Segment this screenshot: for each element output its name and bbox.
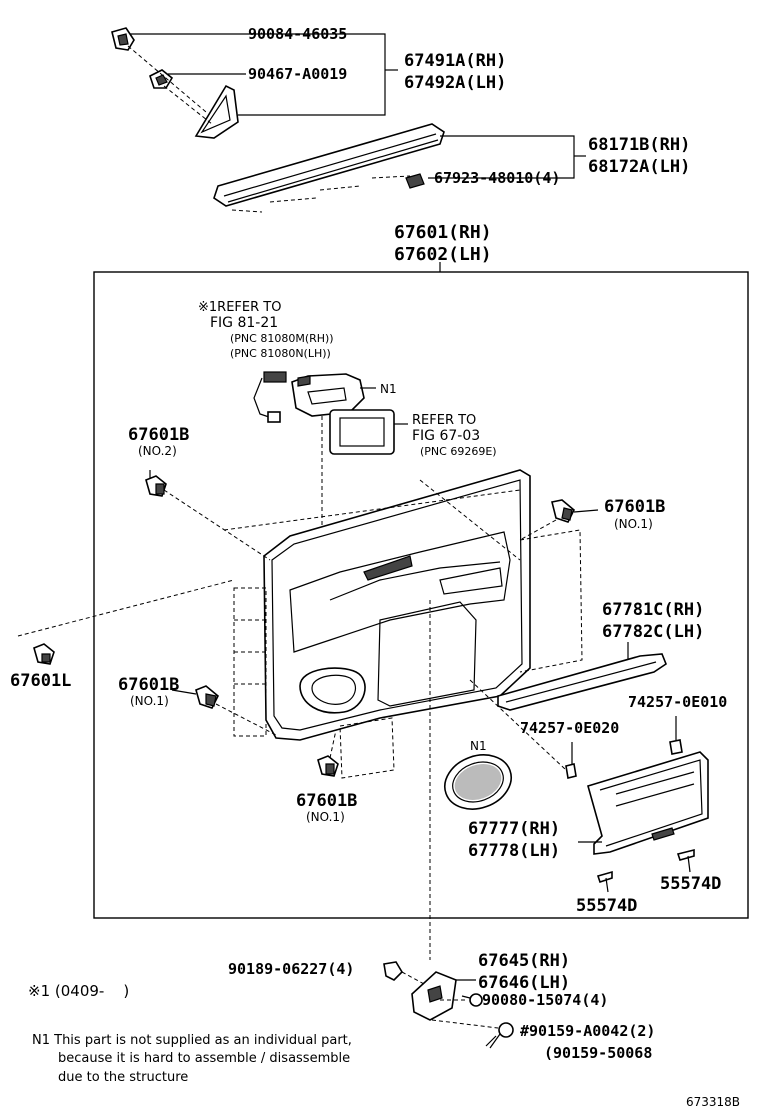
- ref1-line2: FIG 81-21: [210, 315, 278, 331]
- label-90189: 90189-06227(4): [228, 960, 354, 978]
- label-90080: 90080-15074(4): [482, 991, 608, 1009]
- label-67491: 67491A(RH): [404, 51, 506, 71]
- label-74257-0e020: 74257-0E020: [520, 719, 619, 737]
- label-67492: 67492A(LH): [404, 73, 506, 93]
- label-67601b-no1-right: 67601B: [604, 497, 665, 517]
- label-67601: 67601(RH): [394, 222, 492, 243]
- screw-90080: [461, 993, 483, 1007]
- label-67602: 67602(LH): [394, 244, 492, 265]
- screw-90159: [485, 1022, 514, 1049]
- ref2-line2: FIG 67-03: [412, 428, 480, 444]
- clip-67601b-no1-bottom: [317, 755, 339, 777]
- label-67601b-no1-bottom: 67601B: [296, 791, 357, 811]
- note-x1: ※1 (0409- ): [28, 982, 129, 1000]
- ref1-line4: (PNC 81080N(LH)): [230, 347, 331, 360]
- label-67601b-no2-sub: (NO.2): [138, 444, 177, 458]
- label-67601b-no1-left-sub: (NO.1): [130, 694, 169, 708]
- label-67601b-no1-left: 67601B: [118, 675, 179, 695]
- label-90467: 90467-A0019: [248, 65, 347, 83]
- n1-mid: N1: [470, 739, 487, 753]
- inside-handle-bezel: [329, 409, 395, 455]
- label-67778: 67778(LH): [468, 841, 560, 861]
- label-55574d-right: 55574D: [660, 874, 721, 894]
- armrest-moulding: [497, 653, 667, 711]
- speaker-grille: [444, 754, 512, 810]
- label-67777: 67777(RH): [468, 819, 560, 839]
- label-67923: 67923-48010(4): [434, 169, 560, 187]
- clip-74257-0e010: [669, 739, 683, 755]
- assembly-frame: [93, 271, 749, 919]
- label-68171: 68171B(RH): [588, 135, 690, 155]
- label-67782: 67782C(LH): [602, 622, 704, 642]
- label-67601b-no1-bottom-sub: (NO.1): [306, 810, 345, 824]
- note-n1-line1: N1 This part is not supplied as an indiv…: [32, 1033, 352, 1048]
- pin-55574d-bottom: [596, 870, 613, 893]
- bracket-67645: [411, 971, 457, 1021]
- label-90159-a: #90159-A0042(2): [520, 1022, 655, 1040]
- wire-connector: [253, 371, 287, 423]
- pin-55574d-right: [676, 848, 695, 873]
- clip-67601b-no2: [145, 475, 167, 497]
- clip-90189: [383, 961, 404, 981]
- label-67601b-no2: 67601B: [128, 425, 189, 445]
- note-n1-line3: due to the structure: [58, 1070, 188, 1085]
- clip-67601l: [33, 643, 55, 665]
- label-90159-b: (90159-50068: [544, 1044, 652, 1062]
- label-90084: 90084-46035: [248, 25, 347, 43]
- clip-90084: [111, 27, 135, 51]
- label-67646: 67646(LH): [478, 973, 570, 993]
- label-67601l: 67601L: [10, 671, 71, 691]
- ref1-line1: ※1REFER TO: [198, 300, 281, 315]
- door-trim-panel: [263, 469, 531, 741]
- clip-90467: [149, 69, 174, 89]
- note-n1-line2: because it is hard to assemble / disasse…: [58, 1051, 350, 1066]
- ref2-line3: (PNC 69269E): [420, 445, 497, 458]
- belt-moulding: [213, 123, 445, 207]
- clip-67601b-no1-right: [551, 499, 575, 523]
- ref2-line1: REFER TO: [412, 413, 476, 428]
- label-74257-0e010: 74257-0E010: [628, 693, 727, 711]
- label-55574d-bottom: 55574D: [576, 896, 637, 916]
- label-67781: 67781C(RH): [602, 600, 704, 620]
- clip-74257-0e020: [565, 763, 577, 779]
- switch-bezel: [291, 373, 365, 417]
- n1-top: N1: [380, 382, 397, 396]
- corner-garnish: [194, 84, 239, 139]
- label-67601b-no1-right-sub: (NO.1): [614, 517, 653, 531]
- figure-code: 673318B: [686, 1095, 740, 1109]
- label-67645: 67645(RH): [478, 951, 570, 971]
- ref1-line3: (PNC 81080M(RH)): [230, 332, 334, 345]
- clip-67601b-no1-left: [195, 685, 219, 709]
- lower-pocket: [587, 751, 709, 855]
- label-68172: 68172A(LH): [588, 157, 690, 177]
